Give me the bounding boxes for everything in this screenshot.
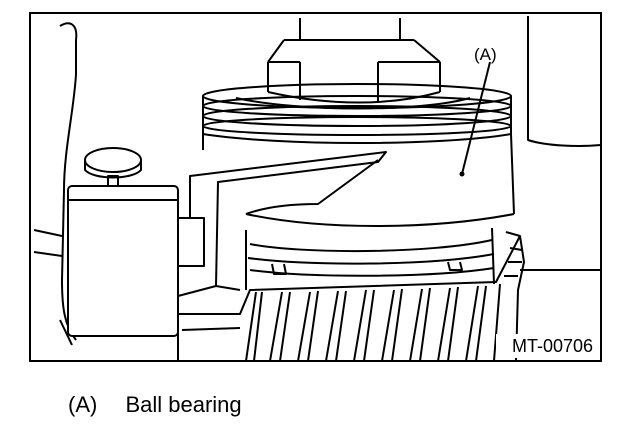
legend-text-a: Ball bearing xyxy=(125,392,242,417)
ball-bearing xyxy=(202,83,515,227)
dial-gauge xyxy=(67,147,387,337)
figure-frame xyxy=(29,12,602,362)
left-housing xyxy=(33,22,78,346)
figure-code: MT-00706 xyxy=(512,336,593,356)
right-housing xyxy=(520,16,601,271)
lock-nut xyxy=(235,18,471,110)
lower-hub xyxy=(245,227,495,290)
callout-leader xyxy=(461,61,491,175)
gear-teeth xyxy=(177,231,525,361)
callout-label-a: (A) xyxy=(474,45,497,64)
legend: (A) Ball bearing xyxy=(68,392,242,418)
legend-key-a: (A) xyxy=(68,392,98,417)
